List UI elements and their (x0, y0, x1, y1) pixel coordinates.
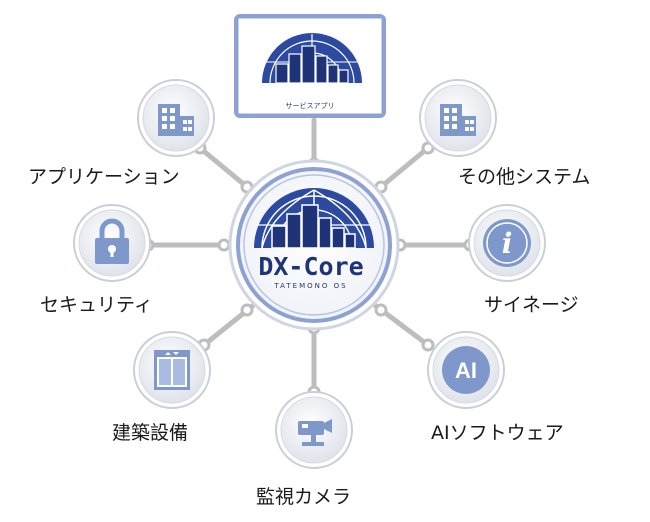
dot (374, 303, 388, 317)
node-application (137, 79, 215, 157)
label-ai-software: AIソフトウェア (431, 422, 564, 444)
node-other-systems (419, 79, 497, 157)
connectors (145, 117, 473, 395)
node-security (73, 204, 151, 282)
ai-icon: AI (442, 346, 490, 394)
service-app-box: サービスアプリ (234, 14, 386, 118)
camera-icon (298, 419, 332, 446)
elevator-icon (154, 350, 190, 390)
core-title: DX-Core (258, 252, 364, 281)
dx-core-logo-icon (254, 188, 374, 249)
core-subtitle: TATEMONO OS (274, 282, 348, 290)
core-node (228, 159, 400, 331)
dot (421, 338, 435, 352)
label-building-equipment: 建築設備 (112, 422, 189, 444)
info-icon: i (483, 219, 531, 267)
dot (217, 238, 231, 252)
node-building-equipment (133, 331, 211, 409)
node-surveillance-camera (275, 391, 353, 469)
info-icon-glyph: i (502, 227, 513, 260)
label-signage: サイネージ (484, 294, 579, 316)
building-icon (158, 104, 194, 136)
building-icon (440, 104, 476, 136)
ai-icon-text: AI (455, 358, 477, 383)
label-other-systems: その他システム (458, 166, 591, 188)
label-application: アプリケーション (28, 166, 180, 188)
lock-icon (95, 218, 129, 264)
node-ai-software: AI (427, 331, 505, 409)
node-circles: i AI (73, 79, 546, 469)
label-security: セキュリティ (40, 294, 153, 316)
service-app-caption: サービスアプリ (285, 102, 335, 110)
label-surveillance-camera: 監視カメラ (256, 486, 352, 508)
node-signage: i (468, 204, 546, 282)
dot (240, 303, 254, 317)
